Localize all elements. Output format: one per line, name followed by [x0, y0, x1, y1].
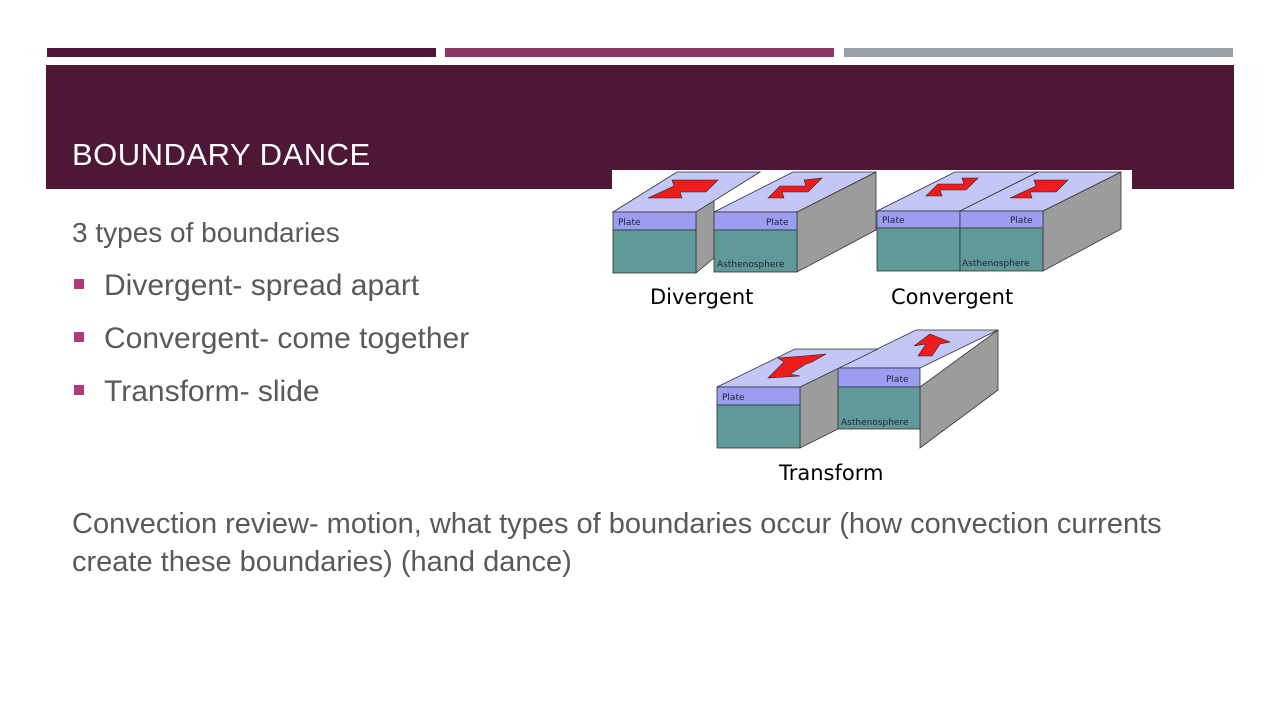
arrow-down-icon — [767, 353, 827, 379]
bullet-item-divergent: Divergent- spread apart — [72, 269, 772, 302]
accent-bar-dark — [47, 48, 436, 57]
bullet-square-icon — [74, 384, 84, 395]
plate-front — [959, 210, 1044, 229]
bullet-list: Divergent- spread apart Convergent- come… — [72, 269, 772, 408]
title-band — [46, 65, 1234, 189]
convergent-label: Convergent — [891, 285, 1013, 309]
plate-label: Plate — [886, 375, 909, 385]
plate-front — [876, 210, 961, 229]
asthenosphere-label: Asthenosphere — [962, 259, 1030, 269]
bullet-text: Transform- slide — [104, 374, 320, 408]
review-text: Convection review- motion, what types of… — [72, 508, 1162, 578]
lead-text: 3 types of boundaries — [72, 217, 340, 248]
plate-top — [837, 329, 999, 369]
bullet-square-icon — [74, 278, 84, 289]
slide-title: BOUNDARY DANCE — [72, 137, 371, 172]
transform-label: Transform — [778, 461, 883, 485]
accent-bar-gray — [844, 48, 1233, 57]
content-area: 3 types of boundaries Divergent- spread … — [72, 217, 772, 428]
accent-bar-magenta — [445, 48, 834, 57]
bullet-square-icon — [74, 331, 84, 342]
bullet-text: Divergent- spread apart — [104, 268, 420, 302]
bullet-item-transform: Transform- slide — [72, 375, 772, 408]
plate-front — [837, 367, 921, 388]
plate-label: Plate — [882, 216, 905, 226]
convergent-diagram: Plate Plate Asthenosphere Convergent — [876, 171, 1122, 309]
plate-label: Plate — [1010, 216, 1033, 226]
asthenosphere-label: Asthenosphere — [841, 418, 909, 428]
bullet-item-convergent: Convergent- come together — [72, 322, 772, 355]
asthenosphere-front — [876, 227, 961, 272]
asthenosphere-front — [837, 386, 921, 430]
bullet-text: Convergent- come together — [104, 321, 470, 355]
block-side — [799, 367, 839, 449]
arrow-up-icon — [913, 333, 952, 357]
asthenosphere-front — [959, 227, 1044, 272]
block-side — [919, 329, 999, 449]
